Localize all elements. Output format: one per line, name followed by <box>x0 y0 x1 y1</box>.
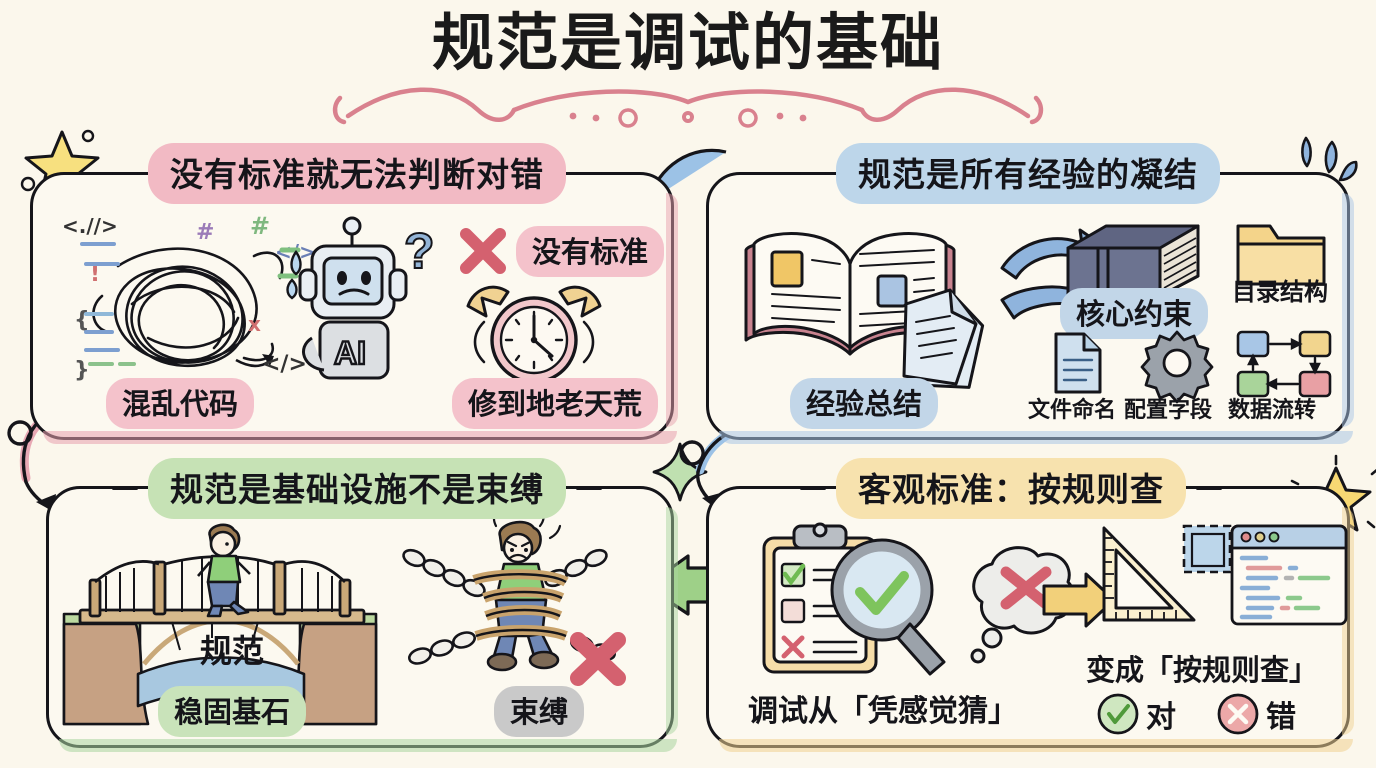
code-glyph: } <box>74 358 90 383</box>
messy-code-label: 混乱代码 <box>106 378 255 429</box>
code-glyph: x <box>248 312 261 336</box>
wrong-label: 错 <box>1266 700 1296 735</box>
code-glyph: ! <box>90 262 101 287</box>
quadrant-header-q4: 客观标准：按规则查 <box>800 458 1222 519</box>
becomes-label: 变成「按规则查」 <box>1086 653 1319 687</box>
quadrant-header-q3: 规范是基础设施不是束缚 <box>112 458 602 519</box>
data-flow-label: 数据流转 <box>1228 398 1317 423</box>
solid-foundation-label: 稳固基石 <box>158 686 307 737</box>
quadrant-header-label-q2: 规范是所有经验的凝结 <box>836 143 1220 204</box>
quadrant-header-q2: 规范是所有经验的凝结 <box>800 143 1256 204</box>
header-tick-left <box>112 487 138 490</box>
header-tick-left <box>800 172 826 175</box>
header-tick-right <box>1196 487 1222 490</box>
directory-structure-label: 目录结构 <box>1232 278 1328 306</box>
code-glyph: { <box>74 308 90 333</box>
title-flourish-ornament <box>332 87 1044 128</box>
shackles-label: 束缚 <box>494 686 585 737</box>
quadrant-header-label-q1: 没有标准就无法判断对错 <box>148 143 566 204</box>
header-tick-right <box>576 487 602 490</box>
core-constraint-label: 核心约束 <box>1060 288 1209 339</box>
quadrant-header-q1: 没有标准就无法判断对错 <box>112 143 602 204</box>
header-tick-left <box>800 487 826 490</box>
code-glyph: # <box>196 220 215 245</box>
no-standard-label: 没有标准 <box>516 226 665 277</box>
bridge-caption-label: 规范 <box>200 632 265 670</box>
debug-from-label-prefix: 调试从「凭感觉猜」 <box>748 694 1018 729</box>
header-tick-right <box>576 172 602 175</box>
quadrant-header-label-q3: 规范是基础设施不是束缚 <box>148 458 566 519</box>
config-fields-label: 配置字段 <box>1124 398 1213 423</box>
code-glyph: </> <box>262 352 307 377</box>
code-glyph: # <box>250 212 271 240</box>
title-area: 规范是调试的基础 <box>0 6 1376 79</box>
file-naming-label: 文件命名 <box>1028 398 1117 423</box>
code-glyph: </> <box>275 240 316 264</box>
forever-fixing-label: 修到地老天荒 <box>452 378 659 429</box>
quadrant-header-label-q4: 客观标准：按规则查 <box>836 458 1186 519</box>
experience-summary-label: 经验总结 <box>790 378 939 429</box>
header-tick-left <box>112 172 138 175</box>
correct-label: 对 <box>1146 700 1176 735</box>
page-title: 规范是调试的基础 <box>431 6 944 79</box>
header-tick-right <box>1230 172 1256 175</box>
code-glyph: <.//> <box>62 214 118 238</box>
